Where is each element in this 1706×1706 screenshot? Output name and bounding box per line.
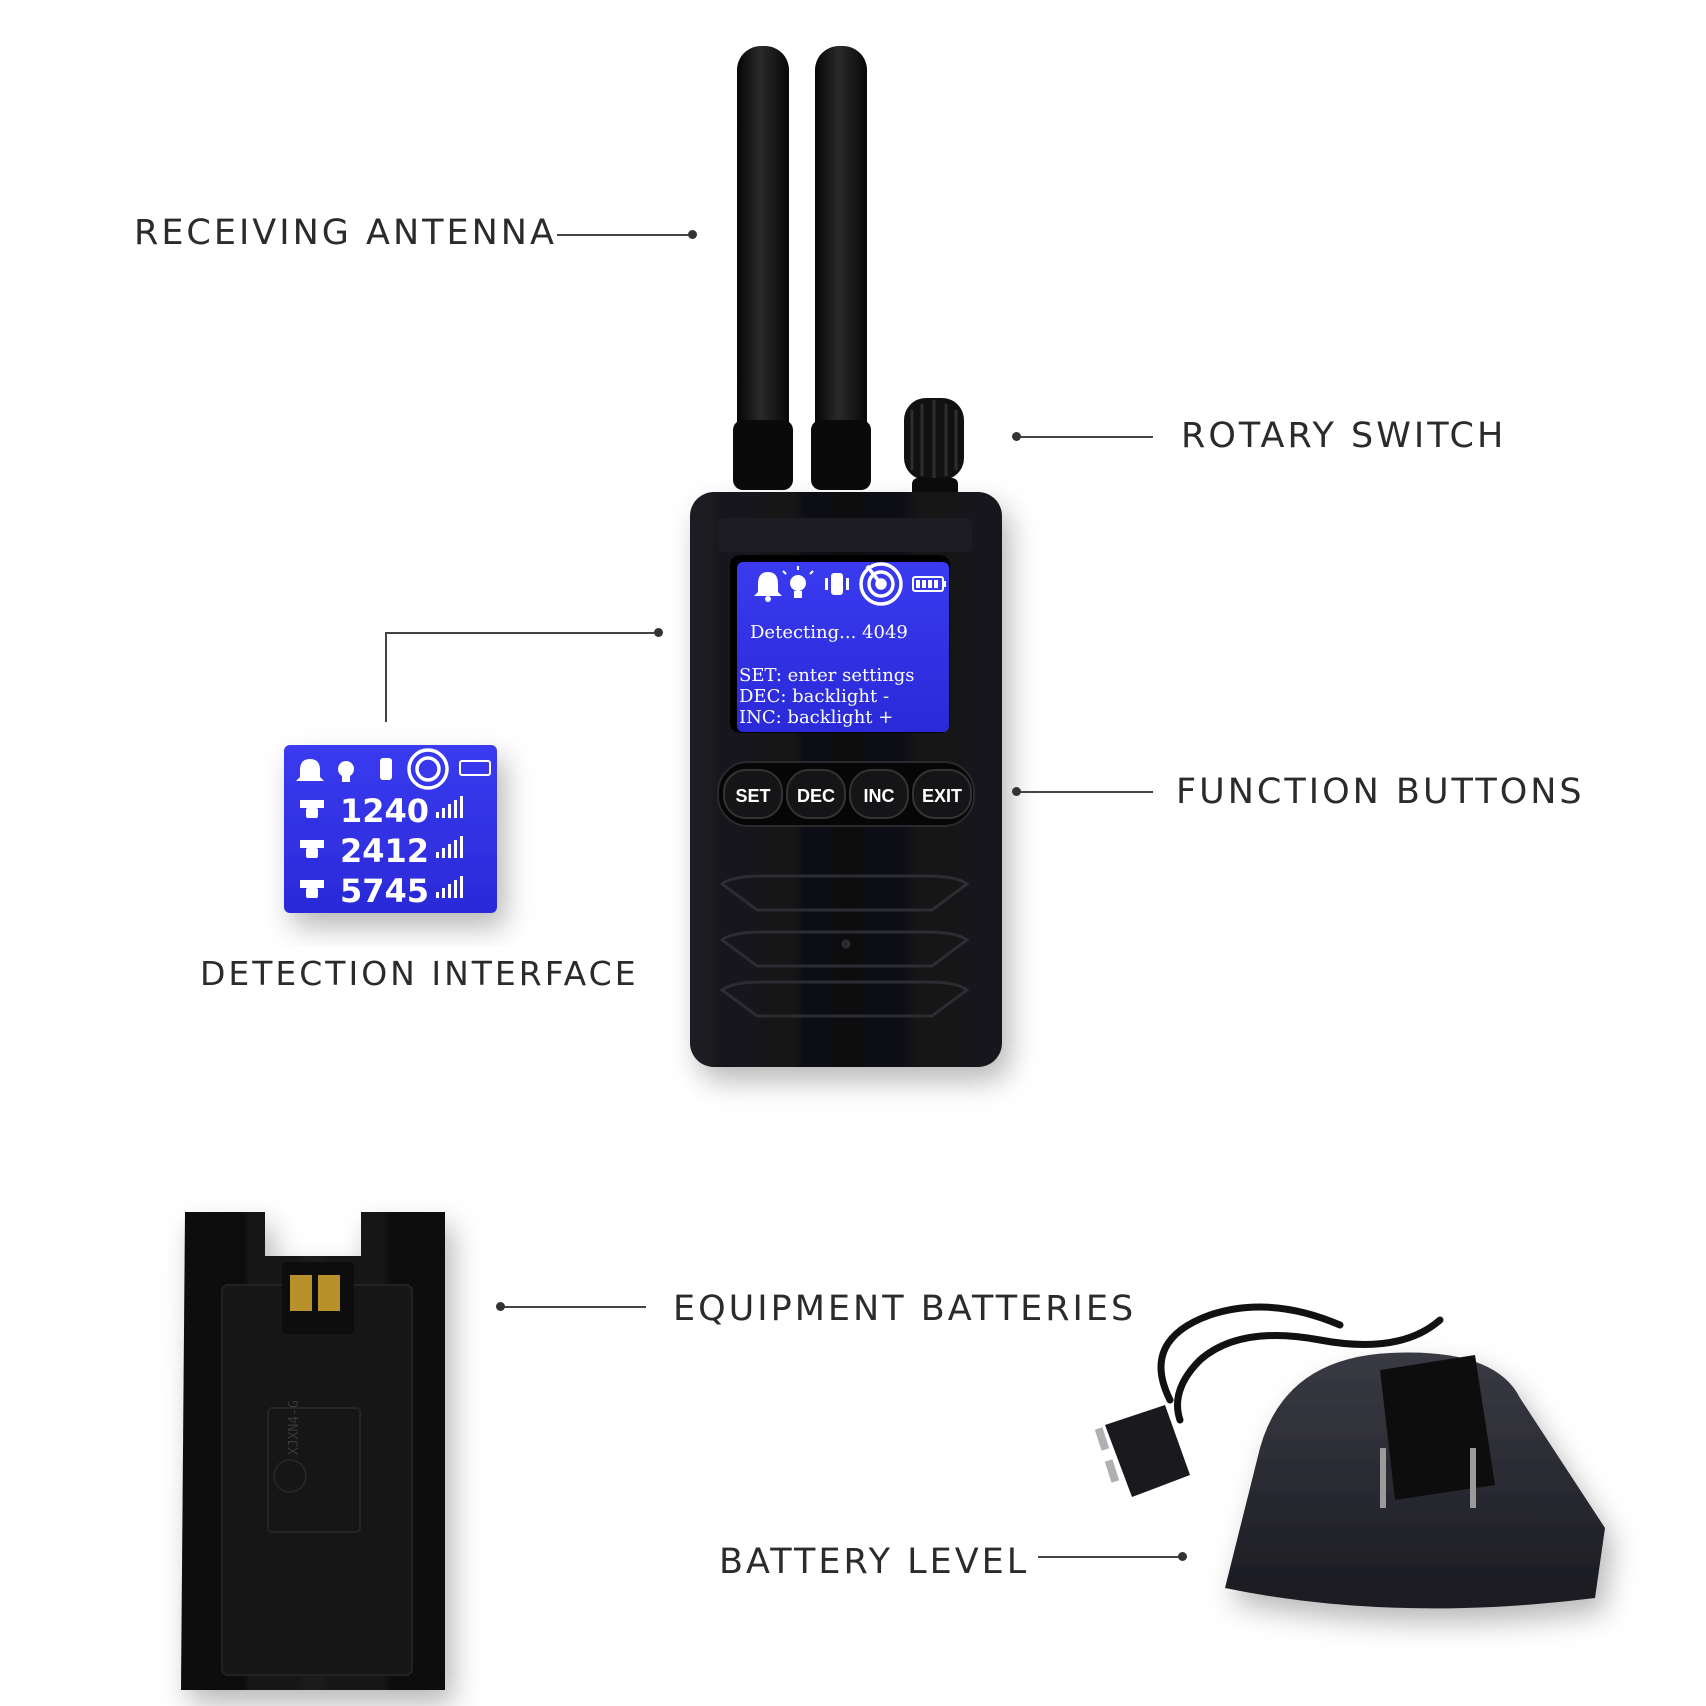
battery-icon [912,576,946,592]
label-receiving-antenna: RECEIVING ANTENNA [134,213,557,253]
set-button[interactable]: SET [723,769,783,819]
charger-cable [1157,1303,1444,1424]
detection-interface-panel [284,745,497,913]
label-rotary-switch: ROTARY SWITCH [1181,416,1507,456]
label-detection-interface: DETECTION INTERFACE [200,954,639,993]
dec-button[interactable]: DEC [786,769,846,819]
signal-icon-3 [436,876,463,898]
receiving-antenna [733,46,871,490]
leader-detection-interface-horizontal [385,632,657,634]
screen-line-set: SET: enter settings [739,665,915,686]
leader-function-buttons [1018,791,1153,793]
dot-battery-level [1178,1552,1187,1561]
charger-plug [1094,1405,1190,1497]
equipment-battery [181,1212,445,1690]
dot-equipment-batteries [496,1302,505,1311]
bulb-icon [782,566,814,598]
drone-icon-2 [300,840,324,858]
leader-receiving-antenna [557,234,691,236]
charger-base [1225,1352,1605,1609]
device-screen: Detecting... 4049 SET: enter settings DE… [737,562,949,732]
screen-line-dec: DEC: backlight - [739,686,889,707]
radar-icon [859,562,903,606]
exit-button[interactable]: EXIT [912,769,972,819]
dot-function-buttons [1012,787,1021,796]
battery-model-label: XJXN4-G [287,1400,302,1455]
frequency-2: 2412 [340,832,429,870]
svg-text:DEC: DEC [797,786,835,806]
dot-detection-interface [654,628,663,637]
signal-icon-2 [436,836,463,858]
label-equipment-batteries: EQUIPMENT BATTERIES [673,1289,1137,1329]
function-buttons: SET DEC INC EXIT [717,761,975,827]
frequency-1: 1240 [340,792,429,830]
leader-rotary-switch [1018,436,1153,438]
label-function-buttons: FUNCTION BUTTONS [1176,772,1585,812]
leader-equipment-batteries [504,1306,646,1308]
label-battery-level: BATTERY LEVEL [719,1542,1030,1582]
leader-battery-level [1038,1556,1180,1558]
screen-line-inc: INC: backlight + [739,707,893,728]
rotary-switch-knob[interactable] [904,398,964,500]
drone-icon-3 [300,880,324,898]
bell-icon [754,572,782,602]
frequency-3: 5745 [340,872,429,910]
detection-interface-content: 1240 2412 5745 [296,748,491,910]
leader-detection-interface-vertical [385,632,387,722]
dot-receiving-antenna [688,230,697,239]
svg-text:INC: INC [864,786,895,806]
signal-icon-1 [436,796,463,818]
vibrate-icon [825,573,849,595]
dot-rotary-switch [1012,432,1021,441]
speaker-grille [719,874,970,1018]
svg-text:EXIT: EXIT [922,786,962,806]
drone-icon-1 [300,800,324,818]
inc-button[interactable]: INC [849,769,909,819]
screen-status-line: Detecting... 4049 [750,622,908,643]
svg-text:SET: SET [735,786,770,806]
